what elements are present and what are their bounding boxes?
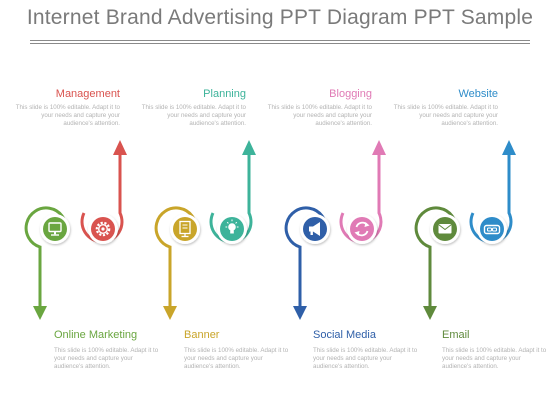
megaphone-icon [309,222,320,236]
gear-icon [95,221,111,237]
planning-arrow [242,140,256,155]
website-arrow [502,140,516,155]
label-planning: Planning [203,88,246,100]
label-email: Email [442,329,470,341]
online-marketing-arrow [33,306,47,320]
management-arrow [113,140,127,155]
desc-planning: This slide is 100% editable. Adapt it to… [141,104,246,127]
desc-social-media: This slide is 100% editable. Adapt it to… [313,347,418,370]
desc-banner: This slide is 100% editable. Adapt it to… [184,347,289,370]
desc-management: This slide is 100% editable. Adapt it to… [15,104,120,127]
label-blogging: Blogging [329,88,372,100]
desc-online-marketing: This slide is 100% editable. Adapt it to… [54,347,159,370]
group-1 [24,140,127,320]
desc-website: This slide is 100% editable. Adapt it to… [393,104,498,127]
online-marketing-node [43,217,67,241]
label-social-media: Social Media [313,329,376,341]
desc-email: This slide is 100% editable. Adapt it to… [442,347,547,370]
lightbulb-icon [225,219,239,234]
envelope-icon [438,224,452,234]
label-website: Website [458,88,498,100]
blogging-node [350,217,374,241]
label-management: Management [55,88,120,100]
label-banner: Banner [184,329,220,341]
blogging-arrow [372,140,386,155]
title-divider [30,40,530,41]
desc-blogging: This slide is 100% editable. Adapt it to… [267,104,372,127]
banner-node [173,217,197,241]
label-online-marketing: Online Marketing [54,329,138,341]
link-icon [483,224,501,235]
group-2 [154,140,256,320]
banner-arrow [163,306,177,320]
group-3 [284,140,386,320]
title-divider [30,43,530,44]
page-title: Internet Brand Advertising PPT Diagram P… [26,6,534,29]
monitor-icon [48,222,62,236]
refresh-icon [354,221,370,237]
email-arrow [423,306,437,320]
group-4 [414,140,516,320]
banner-stand-icon [179,220,191,238]
social-media-arrow [293,306,307,320]
